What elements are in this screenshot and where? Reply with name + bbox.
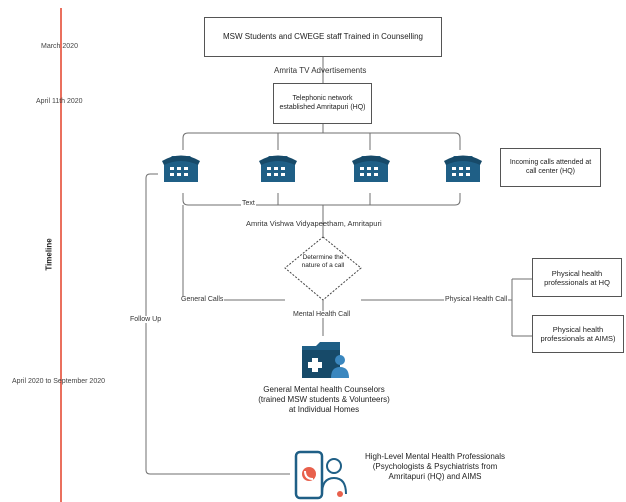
tv-advertisements-label: Amrita TV Advertisements — [274, 66, 367, 75]
text-label: Text — [241, 200, 256, 207]
decision-diamond — [284, 236, 362, 301]
trained-box: MSW Students and CWEGE staff Trained in … — [204, 17, 442, 57]
phone-icon — [162, 155, 200, 182]
determine-label: Determine the nature of a call — [301, 254, 345, 269]
physical-call-label: Physical Health Call — [444, 296, 509, 303]
doctor-phone-icon — [294, 450, 347, 500]
mental-call-label: Mental Health Call — [292, 311, 352, 318]
date-april-september-2020: April 2020 to September 2020 — [12, 378, 106, 385]
high-level-caption: High-Level Mental Health Professionals (… — [364, 452, 506, 481]
telephonic-network-box: Telephonic network established Amritapur… — [273, 83, 372, 124]
physical-aims-box: Physical health professionals at AIMS) — [532, 315, 624, 353]
timeline-axis-label: Timeline — [44, 238, 54, 271]
follow-up-label: Follow Up — [129, 316, 163, 323]
phone-icon — [444, 155, 482, 182]
physical-hq-box: Physical health professionals at HQ — [532, 258, 622, 297]
phone-icon — [259, 155, 297, 182]
incoming-calls-box: Incoming calls attended at call center (… — [500, 148, 601, 187]
university-label: Amrita Vishwa Vidyapeetham, Amritapuri — [246, 219, 382, 228]
general-calls-label: General Calls — [180, 296, 225, 303]
date-april-11-2020: April 11th 2020 — [36, 98, 83, 105]
general-counselors-caption: General Mental health Counselors (traine… — [258, 385, 390, 414]
medical-folder-icon — [302, 342, 349, 378]
phone-icon — [352, 155, 390, 182]
date-march-2020: March 2020 — [41, 43, 78, 50]
